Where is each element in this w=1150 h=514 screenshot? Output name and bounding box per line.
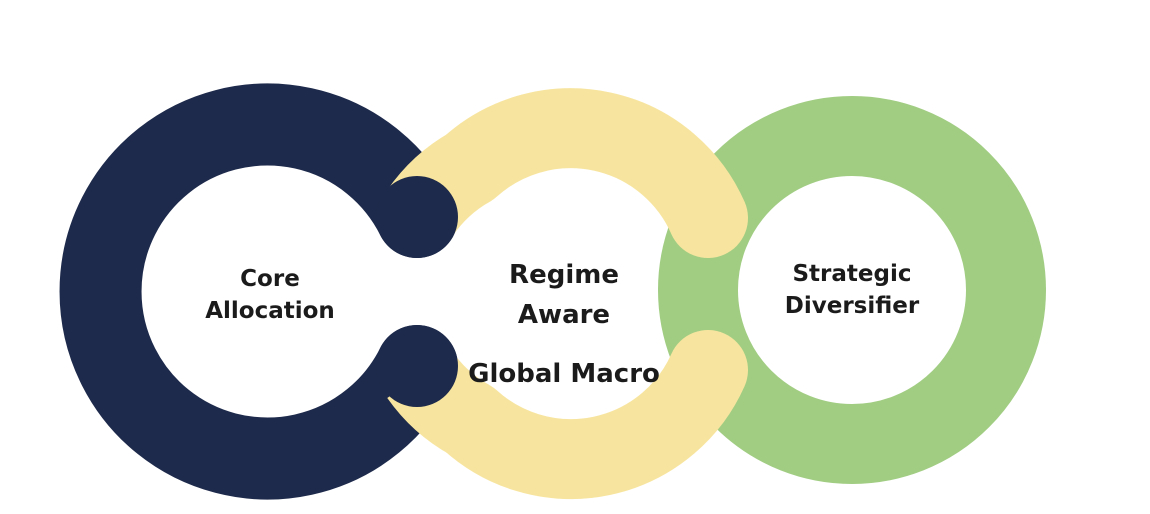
strategic-diversifier-label: Strategic Diversifier bbox=[785, 258, 919, 322]
strategic-label-line-1: Strategic bbox=[792, 261, 912, 287]
core-ring bbox=[59, 83, 458, 500]
core-ring-top-cap bbox=[376, 176, 458, 258]
core-allocation-label: Core Allocation bbox=[205, 263, 335, 327]
global-macro-text: Global Macro bbox=[468, 359, 660, 389]
global-macro-label: Global Macro bbox=[468, 357, 660, 391]
regime-label-line-2: Aware bbox=[517, 300, 611, 330]
strategic-ring bbox=[658, 96, 1046, 484]
core-ring-bottom-cap bbox=[376, 325, 458, 407]
core-label-line-2: Allocation bbox=[205, 298, 335, 324]
regime-ring-right-arcs bbox=[430, 88, 748, 500]
strategic-label-line-2: Diversifier bbox=[784, 293, 920, 319]
regime-aware-label: Regime Aware bbox=[509, 255, 619, 335]
core-label-line-1: Core bbox=[240, 266, 300, 292]
regime-label-line-1: Regime bbox=[509, 260, 619, 290]
